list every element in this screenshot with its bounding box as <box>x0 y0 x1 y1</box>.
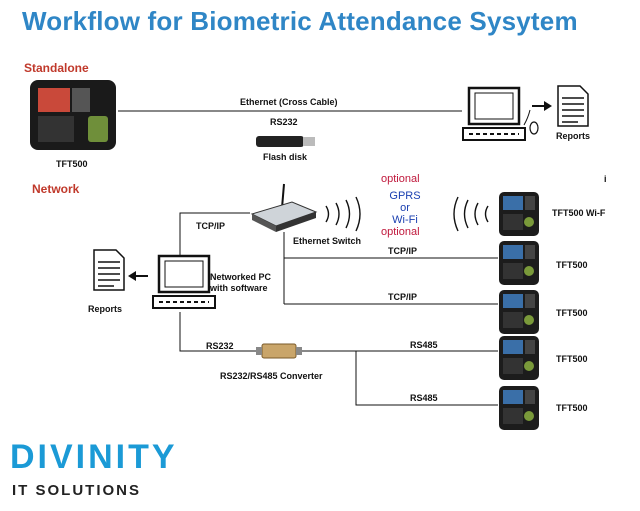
device-label: TFT500 <box>556 260 588 270</box>
flash-disk-label: Flash disk <box>263 152 308 162</box>
device-label: TFT500 <box>556 354 588 364</box>
ethernet-cable-label: Ethernet (Cross Cable) <box>240 97 338 107</box>
flash-disk-icon <box>256 136 315 147</box>
networked-pc-label-line1: Networked PC <box>210 272 272 282</box>
network-wiring <box>179 212 498 406</box>
wireless-option-gprs: GPRS <box>389 190 421 202</box>
ethernet-switch-label: Ethernet Switch <box>293 236 362 246</box>
network-heading: Network <box>32 182 80 196</box>
arrow-left-icon <box>128 271 148 281</box>
standalone-rs232-label: RS232 <box>270 117 298 127</box>
terminal-icon <box>499 290 539 334</box>
link-label-tcpip: TCP/IP <box>388 292 418 302</box>
terminal-icon <box>499 241 539 285</box>
standalone-report-icon <box>557 85 589 127</box>
standalone-device-label: TFT500 <box>56 159 88 169</box>
ethernet-switch-icon <box>250 183 318 232</box>
device-label: TFT500 <box>556 403 588 413</box>
diagram-title: Workflow for Biometric Attendance Sysyte… <box>22 6 578 36</box>
optional-bottom-label: optional <box>381 226 420 238</box>
standalone-terminal-icon <box>30 80 116 150</box>
standalone-heading: Standalone <box>24 61 89 75</box>
link-label-rs485: RS485 <box>410 393 438 403</box>
device-label: TFT500 <box>556 308 588 318</box>
rs232-rs485-converter-icon <box>256 343 302 359</box>
link-label-tcpip: TCP/IP <box>388 246 418 256</box>
wireless-option-or: or <box>400 202 410 214</box>
mouse-icon <box>523 109 539 135</box>
pc-tcpip-label: TCP/IP <box>196 221 226 231</box>
network-rs232-label: RS232 <box>206 341 234 351</box>
device-label-wifi: TFT500 Wi-F <box>552 208 606 218</box>
wireless-signal-right-icon <box>453 196 489 232</box>
wireless-options-label: GPRS or Wi-Fi <box>382 190 428 226</box>
link-label-rs485: RS485 <box>410 340 438 350</box>
converter-label: RS232/RS485 Converter <box>220 371 323 381</box>
networked-pc-label-line2: with software <box>210 283 268 293</box>
standalone-pc-icon <box>461 86 527 142</box>
networked-pc-icon <box>151 254 217 310</box>
terminal-icon <box>499 336 539 380</box>
terminal-icon <box>499 192 539 236</box>
arrow-right-icon <box>532 101 552 111</box>
terminal-icon <box>499 386 539 430</box>
edge-mark: i <box>604 174 607 184</box>
wireless-signal-left-icon <box>325 196 361 232</box>
standalone-reports-label: Reports <box>556 131 591 141</box>
wireless-option-wifi: Wi-Fi <box>392 214 418 226</box>
network-report-icon <box>93 249 125 291</box>
brand-logo: DIVINITY <box>10 438 178 476</box>
optional-top-label: optional <box>381 173 420 185</box>
brand-tagline: IT SOLUTIONS <box>12 482 141 499</box>
network-reports-label: Reports <box>88 304 123 314</box>
